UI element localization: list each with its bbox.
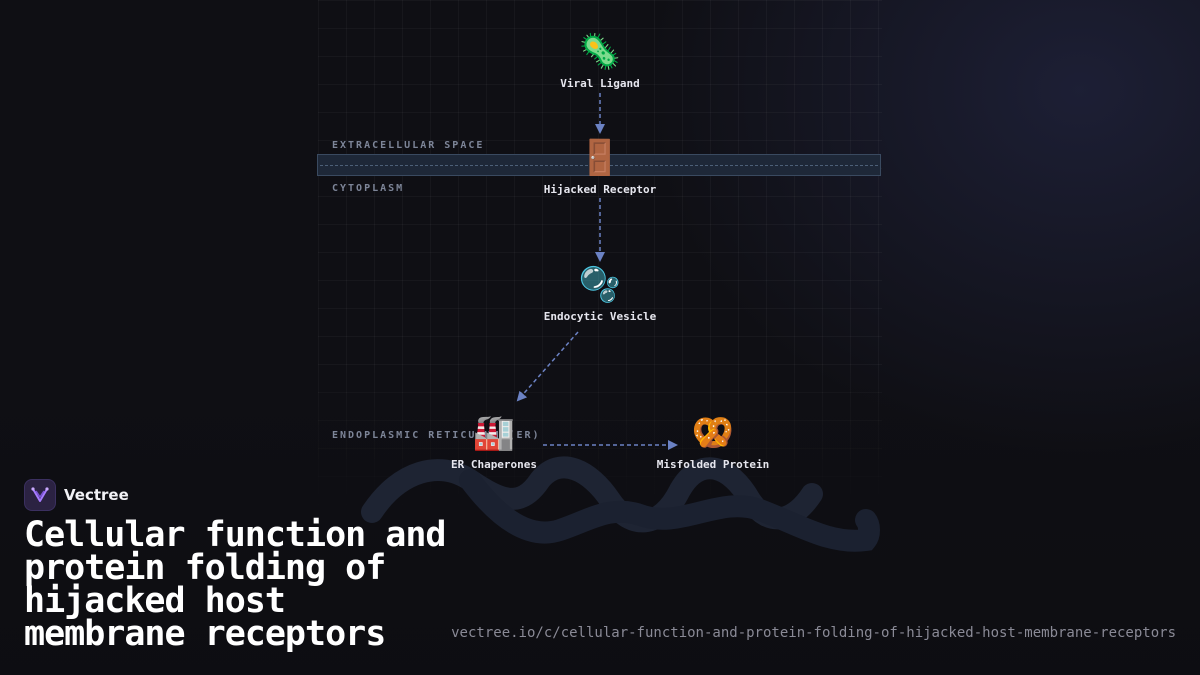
node-er-chaperones: 🏭 ER Chaperones bbox=[434, 413, 554, 472]
microbe-icon: 🦠 bbox=[578, 32, 622, 72]
node-label: ER Chaperones bbox=[450, 458, 538, 471]
factory-icon: 🏭 bbox=[472, 413, 516, 453]
node-label: Misfolded Protein bbox=[656, 458, 770, 471]
node-label: Endocytic Vesicle bbox=[543, 310, 657, 323]
bubbles-icon: 🫧 bbox=[578, 265, 622, 305]
region-label-extracellular: EXTRACELLULAR SPACE bbox=[332, 140, 485, 151]
pretzel-icon: 🥨 bbox=[691, 413, 735, 453]
membrane-midline bbox=[320, 165, 878, 166]
node-viral-ligand: 🦠 Viral Ligand bbox=[540, 32, 660, 91]
node-misfolded-protein: 🥨 Misfolded Protein bbox=[643, 413, 783, 472]
page-url[interactable]: vectree.io/c/cellular-function-and-prote… bbox=[451, 625, 1176, 641]
node-endocytic-vesicle: 🫧 Endocytic Vesicle bbox=[530, 265, 670, 324]
brand: Vectree bbox=[24, 479, 129, 511]
node-label: Hijacked Receptor bbox=[543, 183, 657, 196]
region-label-cytoplasm: CYTOPLASM bbox=[332, 183, 405, 194]
cell-membrane bbox=[317, 154, 881, 176]
vectree-logo-icon bbox=[24, 479, 56, 511]
page-title: Cellular function and protein folding of… bbox=[24, 515, 447, 654]
node-hijacked-receptor: 🚪 Hijacked Receptor bbox=[530, 138, 670, 197]
node-label: Viral Ligand bbox=[560, 77, 640, 90]
door-icon: 🚪 bbox=[578, 138, 622, 178]
region-label-er: ENDOPLASMIC RETICULUM (ER) bbox=[332, 430, 541, 441]
brand-name: Vectree bbox=[64, 486, 129, 504]
arrow-vesicle-to-chaperones bbox=[516, 331, 579, 402]
protein-ribbon-tail bbox=[459, 469, 880, 552]
